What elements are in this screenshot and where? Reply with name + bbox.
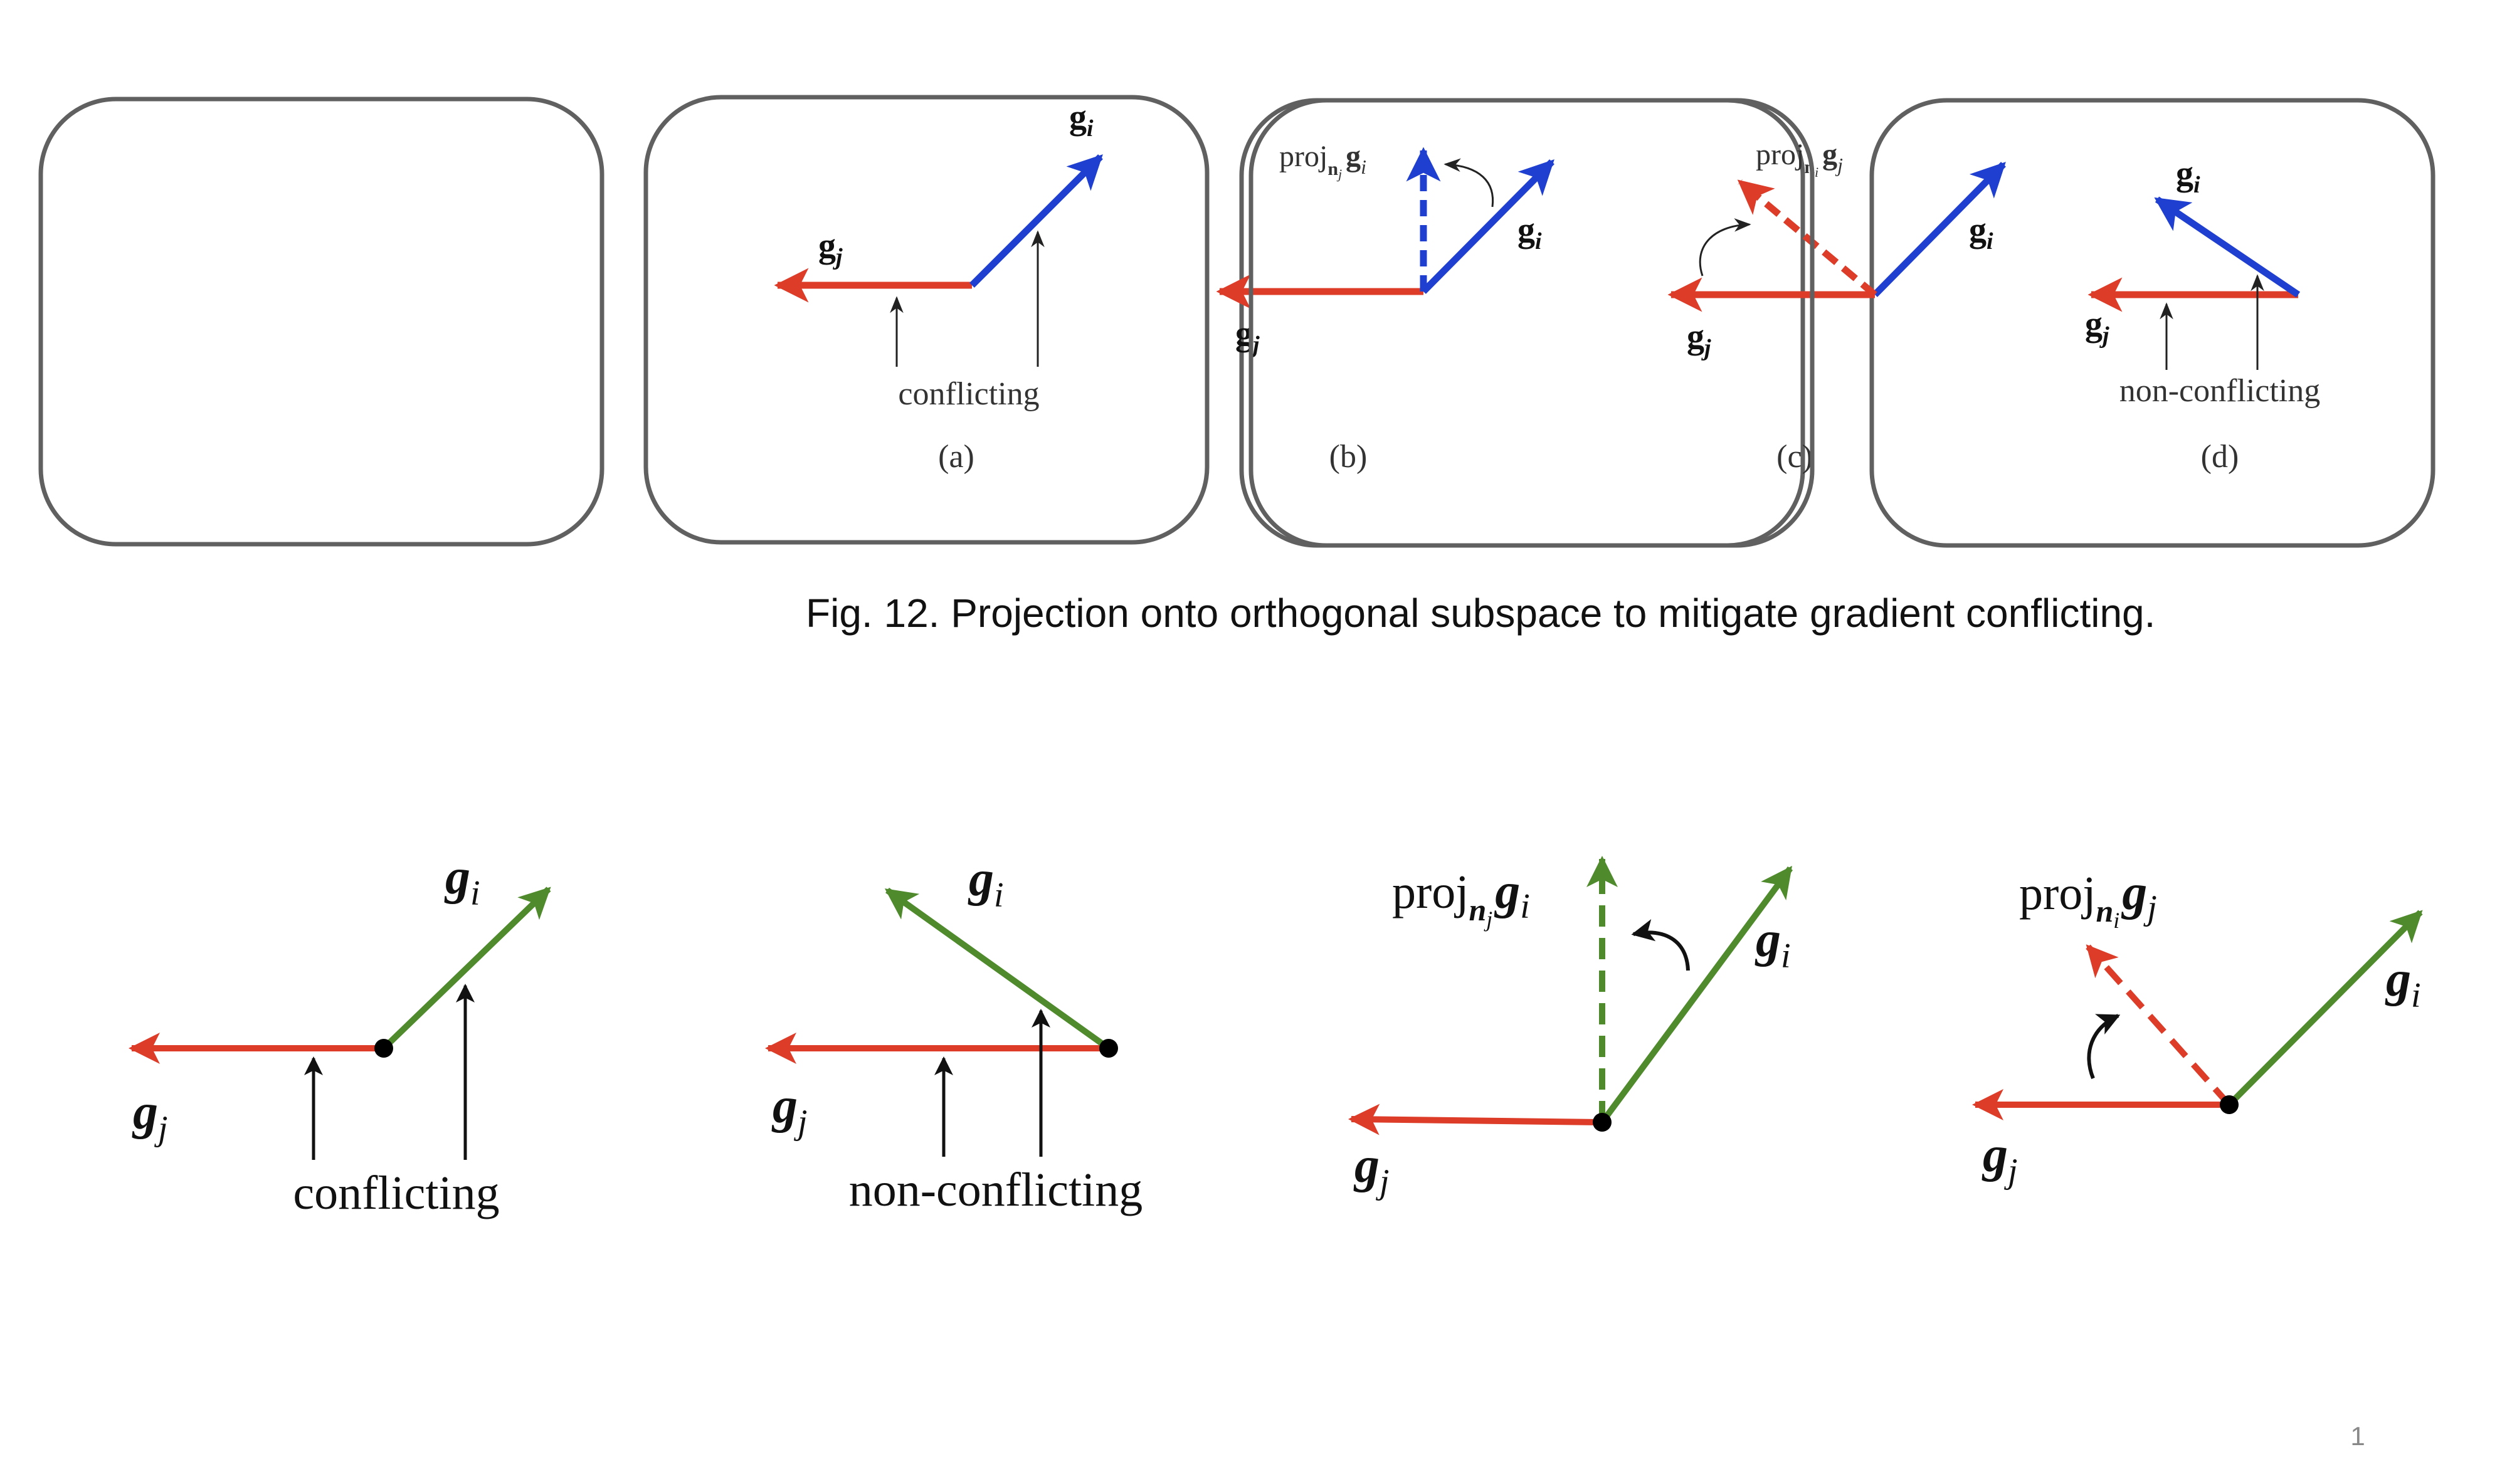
top-figure: gi gj conflicting (a) projnjgi gi gj (b)… (38, 95, 2435, 548)
bottom-figure: gi gj conflicting gi gj non-conflicting … (129, 850, 2423, 1219)
subfigure-label: (b) (1329, 439, 1368, 475)
vector-gi (2227, 910, 2423, 1107)
label-gj: gj (1235, 314, 1260, 358)
figure-caption: Fig. 12. Projection onto orthogonal subs… (806, 591, 2155, 636)
vector-gi (2154, 196, 2301, 298)
diagram-projection-gj: projnigj gi gj (1972, 865, 2423, 1191)
label-gj: gj (1687, 317, 1711, 361)
vector-gi (969, 154, 1103, 288)
origin-dot (2220, 1095, 2239, 1114)
diagram-non-conflicting: gi gj non-conflicting (765, 851, 1143, 1216)
annotation-text: non-conflicting (849, 1164, 1143, 1216)
label-gj: gj (1982, 1127, 2018, 1191)
label-gj: gj (2085, 305, 2109, 349)
projection-vector (2086, 944, 2232, 1107)
annotation-text: non-conflicting (2119, 373, 2321, 409)
rotation-arrow (1631, 919, 1690, 971)
label-gj: gj (1353, 1138, 1390, 1201)
label-gi: gi (1755, 912, 1791, 976)
label-proj: projnigj (2019, 865, 2157, 933)
label-gj: gj (818, 226, 843, 270)
origin-dot (1099, 1039, 1118, 1058)
label-gj: gj (132, 1085, 168, 1148)
label-gi: gi (1069, 98, 1094, 142)
frame-d (1869, 98, 2435, 548)
origin-dot (374, 1039, 393, 1058)
label-gi: gi (1969, 211, 1993, 255)
label-gi: gi (1517, 211, 1542, 255)
diagram-projection-gi: projnjgi gi gj (1348, 856, 1793, 1201)
panel-d: gi gj non-conflicting (d) (2085, 154, 2320, 475)
panel-c: projnigj gi gj (c) (1667, 138, 2006, 475)
panel-b: projnjgi gi gj (b) (1216, 140, 1554, 475)
label-gi: gi (444, 850, 480, 913)
label-proj: projnigj (1756, 138, 1843, 180)
frame-c (1248, 98, 1815, 548)
vector-gi (1872, 162, 2006, 297)
projection-vector (1737, 179, 1877, 298)
frame-empty (38, 97, 604, 547)
label-gi: gi (2385, 952, 2421, 1015)
label-proj: projnjgi (1279, 140, 1366, 182)
label-gi: gi (968, 851, 1004, 915)
label-gi: gi (2176, 154, 2200, 198)
vector-gj (1348, 1103, 1603, 1135)
subfigure-label: (c) (1776, 439, 1813, 475)
panel-a: gi gj conflicting (a) (774, 98, 1103, 475)
vector-gi (1599, 865, 1793, 1124)
label-proj: projnjgi (1392, 864, 1530, 932)
vector-gi (884, 887, 1111, 1051)
rotation-arrow (1699, 218, 1751, 276)
origin-dot (1593, 1113, 1612, 1132)
subfigure-label: (a) (938, 439, 974, 475)
rotation-arrow (1443, 158, 1494, 208)
annotation-text: conflicting (898, 376, 1039, 412)
annotation-text: conflicting (293, 1167, 499, 1219)
page-number: 1 (2350, 1421, 2365, 1451)
rotation-arrow (2087, 1014, 2121, 1080)
frame-a (643, 95, 1210, 545)
diagram-conflicting: gi gj conflicting (129, 850, 551, 1219)
label-gj: gj (771, 1078, 808, 1142)
vector-gi (381, 887, 551, 1051)
subfigure-label: (d) (2201, 439, 2239, 475)
vector-gi (1421, 159, 1554, 294)
